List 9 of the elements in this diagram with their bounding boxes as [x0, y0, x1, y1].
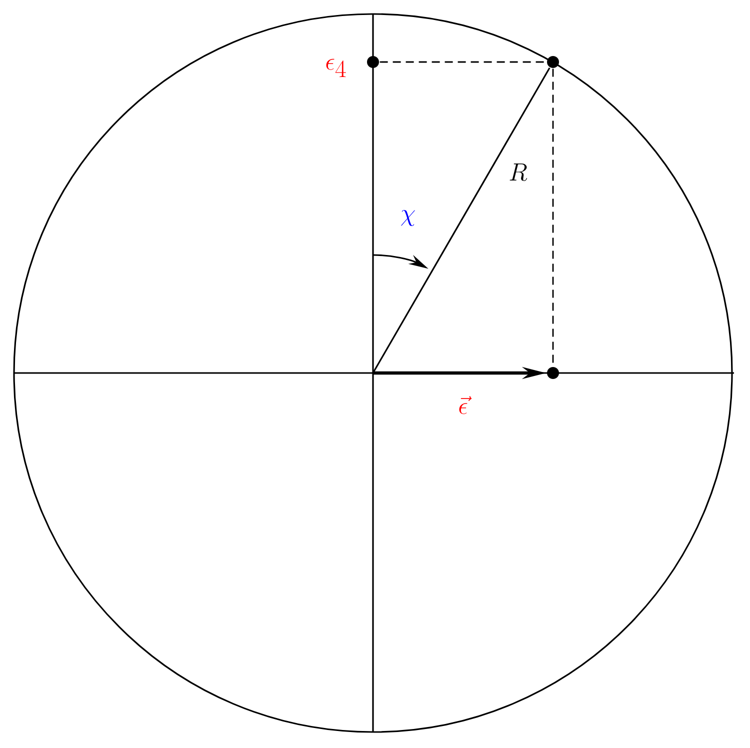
point-dot — [367, 56, 379, 68]
vector-label: $\vec{\epsilon}$ — [459, 396, 472, 414]
point-label: $\epsilon_4$ — [326, 58, 346, 78]
angle-label: $\chi$ — [401, 210, 415, 226]
point-dot — [547, 56, 559, 68]
point-dot — [547, 367, 559, 379]
radius-label: $R$ — [510, 164, 528, 182]
radius-line — [372, 67, 550, 374]
dashed-line — [380, 61, 546, 63]
